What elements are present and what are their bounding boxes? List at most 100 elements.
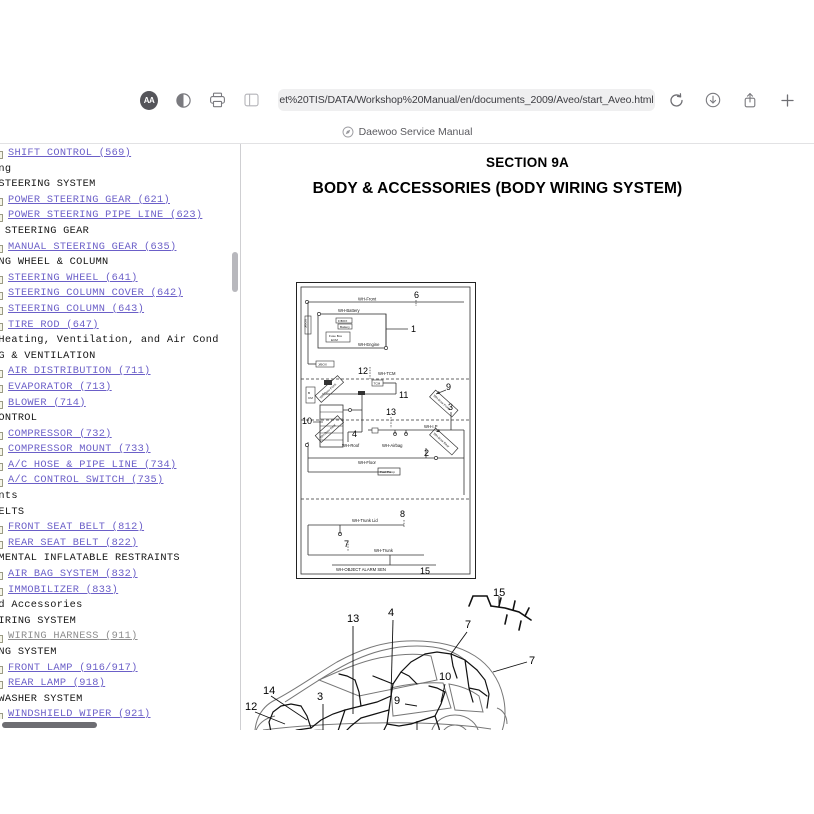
toc-frame[interactable]: └SHIFT CONTROL (569)teeringOWER STEERING… <box>0 144 241 730</box>
toc-leaf-row[interactable]: └FRONT SEAT BELT (812) <box>0 520 240 536</box>
toc-link[interactable]: REAR LAMP (918) <box>8 677 106 690</box>
toc-link[interactable]: A/C CONTROL SWITCH (735) <box>8 474 164 487</box>
browser-window: AA <box>0 80 814 730</box>
toc-link[interactable]: BLOWER (714) <box>8 396 86 409</box>
toc-leaf-row[interactable]: └STEERING COLUMN COVER (642) <box>0 286 240 302</box>
section-title: BODY & ACCESSORIES (BODY WIRING SYSTEM) <box>312 180 683 197</box>
tab-bar: Daewoo Service Manual <box>0 120 814 144</box>
toc-leaf-row[interactable]: └AIR DISTRIBUTION (711) <box>0 364 240 380</box>
document-icon <box>0 397 3 409</box>
document-icon <box>0 522 3 534</box>
toc-link[interactable]: STEERING COLUMN COVER (642) <box>8 287 183 300</box>
toc-link[interactable]: EVAPORATOR (713) <box>8 380 112 393</box>
svg-text:7: 7 <box>344 539 349 549</box>
toc-leaf-row[interactable]: └COMPRESSOR (732) <box>0 427 240 443</box>
share-icon[interactable] <box>741 91 759 109</box>
toc-link[interactable]: TIRE ROD (647) <box>8 318 99 331</box>
toc-link[interactable]: MANUAL STEERING GEAR (635) <box>8 240 177 253</box>
document-icon <box>0 631 3 643</box>
callout-14: 14 <box>263 685 275 697</box>
toc-link[interactable]: WIRING HARNESS (911) <box>8 630 138 643</box>
toc-link[interactable]: AIR DISTRIBUTION (711) <box>8 365 151 378</box>
toc-link[interactable]: SHIFT CONTROL (569) <box>8 147 132 159</box>
toc-leaf-row[interactable]: └POWER STEERING PIPE LINE (623) <box>0 208 240 224</box>
toc-vertical-scroll-thumb[interactable] <box>232 252 238 292</box>
toc-leaf-row[interactable]: └REAR SEAT BELT (822) <box>0 536 240 552</box>
toc-vertical-scrollbar[interactable] <box>229 144 240 730</box>
toc-leaf-row[interactable]: └WIRING HARNESS (911) <box>0 629 240 645</box>
document-icon <box>0 569 3 581</box>
document-icon <box>0 241 3 253</box>
document-icon <box>0 460 3 472</box>
callout-13: 13 <box>347 613 359 625</box>
document-icon <box>0 148 3 160</box>
document-icon <box>0 273 3 285</box>
toc-leaf-row[interactable]: └STEERING COLUMN (643) <box>0 302 240 318</box>
toc-leaf-row[interactable]: └COMPRESSOR MOUNT (733) <box>0 442 240 458</box>
toolbar-right-icons <box>667 91 796 109</box>
toc-horizontal-scrollbar[interactable] <box>0 719 240 730</box>
document-icon <box>0 210 3 222</box>
toc-link[interactable]: STEERING COLUMN (643) <box>8 302 145 315</box>
toc-leaf-row[interactable]: └POWER STEERING GEAR (621) <box>0 193 240 209</box>
toc-leaf-row[interactable]: └BLOWER (714) <box>0 396 240 412</box>
document-icon <box>0 662 3 674</box>
toc-link[interactable]: FRONT SEAT BELT (812) <box>8 521 145 534</box>
toc-leaf-row[interactable]: └STEERING WHEEL (641) <box>0 271 240 287</box>
svg-text:Fuse Box: Fuse Box <box>329 334 343 338</box>
favicon-compass-icon <box>342 126 354 138</box>
toc-link[interactable]: A/C HOSE & PIPE LINE (734) <box>8 458 177 471</box>
toc-link[interactable]: POWER STEERING PIPE LINE (623) <box>8 209 203 222</box>
svg-text:15: 15 <box>420 566 430 576</box>
toc-leaf-row[interactable]: └MANUAL STEERING GEAR (635) <box>0 240 240 256</box>
svg-text:9: 9 <box>446 382 451 392</box>
toc-leaf-row[interactable]: └FRONT LAMP (916/917) <box>0 661 240 677</box>
toc-tree: └SHIFT CONTROL (569)teeringOWER STEERING… <box>0 146 240 730</box>
new-tab-icon[interactable] <box>778 91 796 109</box>
toc-group-label: VAC) Heating, Ventilation, and Air Cond <box>0 334 219 347</box>
svg-text:WH-Floor: WH-Floor <box>358 460 377 465</box>
toc-leaf-row[interactable]: └WINDSHIELD WIPER (921) <box>0 707 240 723</box>
toc-link[interactable]: STEERING WHEEL (641) <box>8 271 138 284</box>
text-size-icon[interactable]: AA <box>140 90 158 110</box>
svg-text:F/BOX: F/BOX <box>338 319 347 323</box>
reload-icon[interactable] <box>667 91 685 109</box>
toc-link[interactable]: COMPRESSOR (732) <box>8 427 112 440</box>
downloads-icon[interactable] <box>704 91 722 109</box>
address-bar[interactable]: et%20TIS/DATA/Workshop%20Manual/en/docum… <box>278 89 655 111</box>
toc-leaf-row[interactable]: └IMMOBILIZER (833) <box>0 583 240 599</box>
sidebar-toggle-icon[interactable] <box>242 91 260 109</box>
toc-leaf-row[interactable]: └A/C CONTROL SWITCH (735) <box>0 473 240 489</box>
toc-link[interactable]: REAR SEAT BELT (822) <box>8 536 138 549</box>
tab-title[interactable]: Daewoo Service Manual <box>358 125 473 138</box>
toc-link[interactable]: POWER STEERING GEAR (621) <box>8 193 170 206</box>
svg-text:WH-Battery: WH-Battery <box>338 308 361 313</box>
toc-link[interactable]: WINDSHIELD WIPER (921) <box>8 708 151 721</box>
svg-text:11: 11 <box>399 390 408 400</box>
callout-7b: 7 <box>529 655 535 667</box>
toc-leaf-row[interactable]: └A/C HOSE & PIPE LINE (734) <box>0 458 240 474</box>
text-size-label: AA <box>140 90 158 110</box>
document-icon <box>0 678 3 690</box>
toc-leaf-row[interactable]: └AIR BAG SYSTEM (832) <box>0 567 240 583</box>
svg-text:8: 8 <box>400 509 405 519</box>
toc-leaf-row[interactable]: └TIRE ROD (647) <box>0 318 240 334</box>
reader-icon[interactable] <box>174 91 192 109</box>
svg-text:WH-Roof: WH-Roof <box>342 443 360 448</box>
toc-link[interactable]: FRONT LAMP (916/917) <box>8 661 138 674</box>
toc-link[interactable]: COMPRESSOR MOUNT (733) <box>8 443 151 456</box>
toc-link[interactable]: IMMOBILIZER (833) <box>8 583 119 596</box>
svg-text:B: B <box>308 391 310 395</box>
print-icon[interactable] <box>208 91 226 109</box>
svg-text:Battery: Battery <box>340 325 350 329</box>
toc-horizontal-scroll-thumb[interactable] <box>2 722 97 728</box>
toc-group-label: UPPLEMENTAL INFLATABLE RESTRAINTS <box>0 552 180 565</box>
toc-leaf-row[interactable]: └REAR LAMP (918) <box>0 676 240 692</box>
toc-leaf-row[interactable]: └SHIFT CONTROL (569) <box>0 146 240 162</box>
toc-group-label: IPER/WASHER SYSTEM <box>0 692 83 705</box>
toc-link[interactable]: AIR BAG SYSTEM (832) <box>8 568 138 581</box>
toc-leaf-row[interactable]: └EVAPORATOR (713) <box>0 380 240 396</box>
callout-10: 10 <box>439 671 451 683</box>
svg-text:2: 2 <box>424 448 429 458</box>
